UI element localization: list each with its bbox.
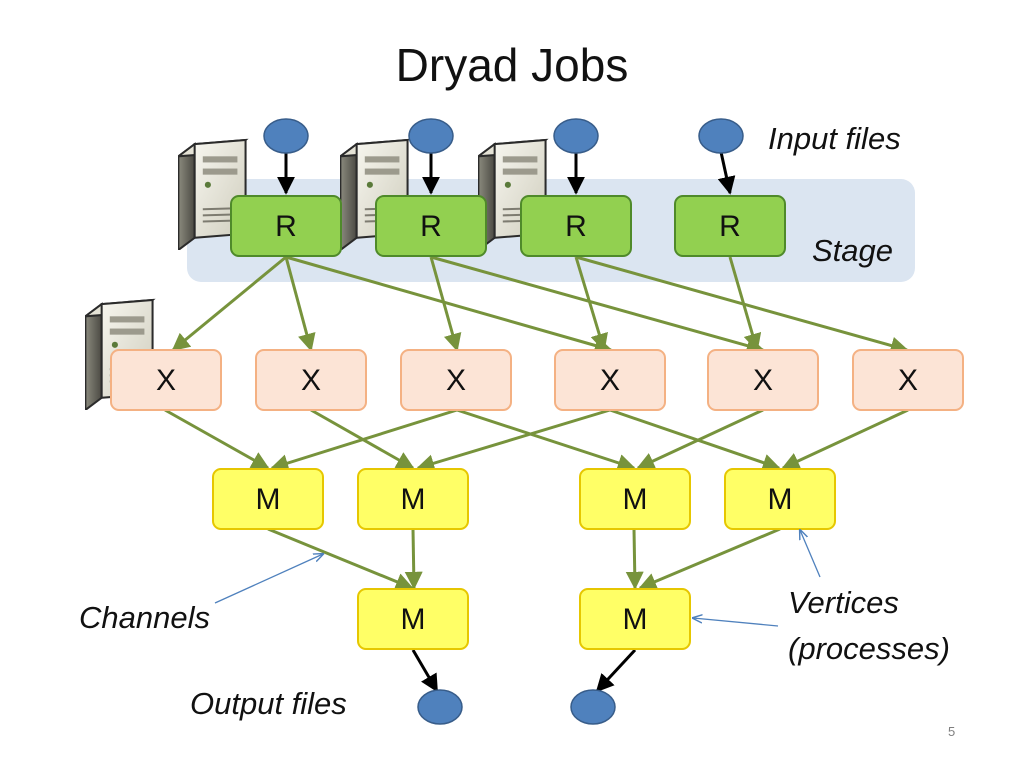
channel-edge [171, 255, 287, 352]
r-vertex [230, 195, 342, 257]
channel-edge [285, 255, 613, 355]
r-vertex-label: R [420, 210, 442, 243]
channel-edge [164, 408, 270, 470]
output-edge [595, 648, 637, 693]
m-vertex-label: M [623, 483, 648, 516]
vertices-processes-label: (processes) [788, 631, 950, 666]
input-file [553, 118, 599, 154]
channel-edge [625, 528, 644, 590]
x-vertex [707, 349, 819, 411]
channel-edge [575, 255, 909, 355]
channel-edge [456, 408, 636, 472]
r-vertex [674, 195, 786, 257]
x-vertex-label: X [753, 364, 773, 397]
m-vertex-label: M [768, 483, 793, 516]
r-vertex-label: R [719, 210, 741, 243]
channels-label: Channels [79, 600, 210, 635]
channel-edge [636, 408, 764, 470]
channel-edge [270, 408, 458, 472]
x-vertex [110, 349, 222, 411]
x-vertex-label: X [301, 364, 321, 397]
channel-edge [638, 527, 781, 591]
x-vertex [554, 349, 666, 411]
channel-edge [609, 408, 781, 472]
x-vertex [255, 349, 367, 411]
input-edge [717, 151, 736, 195]
output-files-label: Output files [190, 686, 347, 721]
channel-edge [416, 408, 611, 472]
channel-edge [429, 256, 462, 352]
output-file [417, 689, 463, 725]
r-vertex-label: R [565, 210, 587, 243]
x-vertex [852, 349, 964, 411]
input-file [263, 118, 309, 154]
m-vertex [579, 588, 691, 650]
m-vertex-label: M [401, 483, 426, 516]
m-vertex [212, 468, 324, 530]
channel-edge [574, 256, 608, 352]
m-vertex-label: M [623, 603, 648, 636]
input-file [698, 118, 744, 154]
vertices-callout-arrow [693, 618, 779, 627]
channel-edge [267, 527, 414, 591]
r-vertex [520, 195, 632, 257]
channel-edge [404, 528, 423, 590]
stage-label: Stage [812, 233, 894, 268]
x-vertex-label: X [446, 364, 466, 397]
vertices-label: Vertices [788, 585, 899, 620]
output-file [570, 689, 616, 725]
r-vertex [375, 195, 487, 257]
channel-edge [284, 256, 316, 352]
channel-edge [781, 408, 909, 470]
slide-title: Dryad Jobs [395, 39, 629, 91]
m-vertex [724, 468, 836, 530]
slide-number: 5 [948, 724, 956, 739]
m-vertex-label: M [256, 483, 281, 516]
output-edge [411, 649, 439, 693]
x-vertex-label: X [156, 364, 176, 397]
input-files-label: Input files [768, 121, 901, 156]
x-vertex-label: X [600, 364, 620, 397]
x-vertex [400, 349, 512, 411]
m-vertex-label: M [401, 603, 426, 636]
m-vertex [357, 468, 469, 530]
channels-callout-arrow [214, 554, 323, 604]
m-vertex [579, 468, 691, 530]
r-vertex-label: R [275, 210, 297, 243]
x-vertex-label: X [898, 364, 918, 397]
channel-edge [430, 255, 765, 355]
m-vertex [357, 588, 469, 650]
channel-edge [728, 256, 762, 352]
input-file [408, 118, 454, 154]
vertices-callout-arrow [800, 530, 821, 578]
